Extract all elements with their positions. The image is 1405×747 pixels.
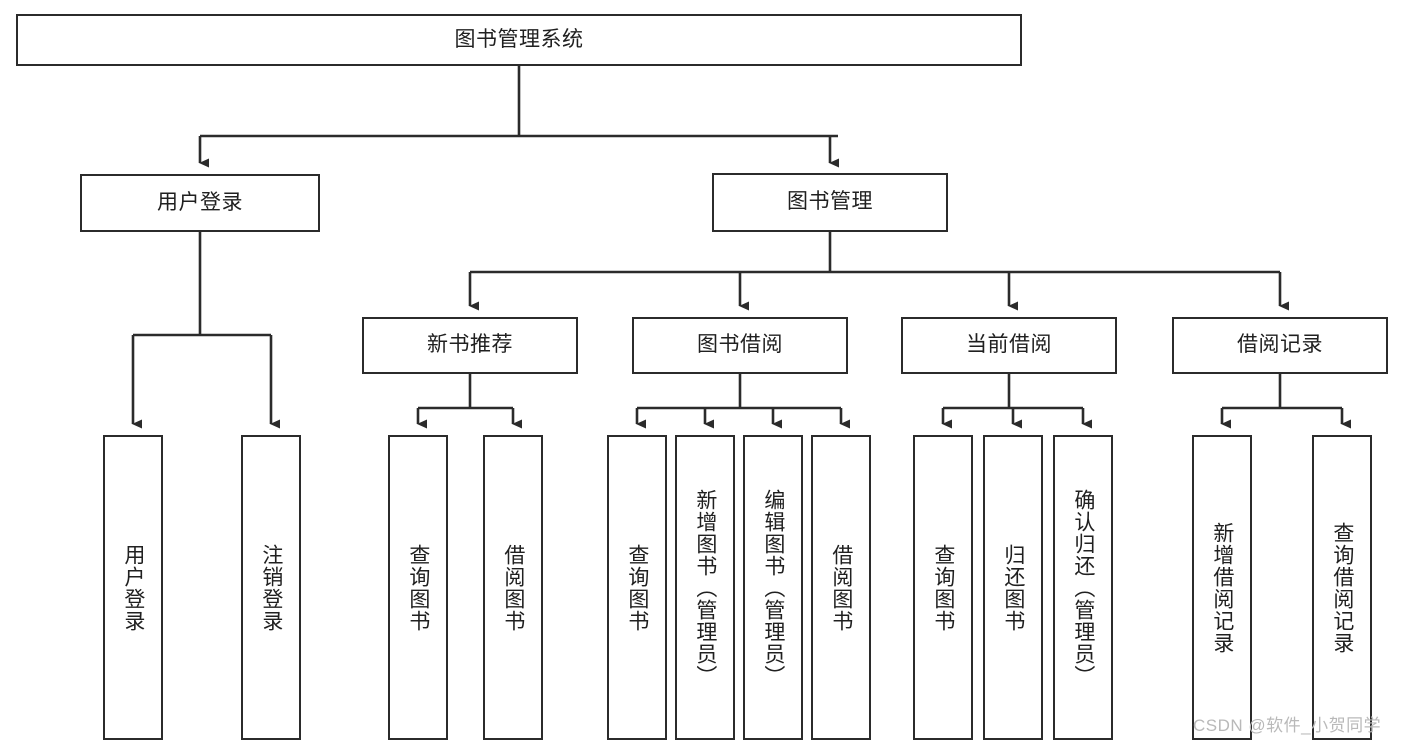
connector-bookborrow-to-leaves	[635, 374, 850, 429]
node-leaf-user-login[interactable]: 用户登录	[103, 435, 163, 740]
csdn-watermark: CSDN @软件_小贺同学	[1193, 716, 1382, 735]
node-leaf-borrow-book-recommend[interactable]: 借阅图书	[483, 435, 543, 740]
node-leaf-borrow-book[interactable]: 借阅图书	[811, 435, 871, 740]
node-leaf-query-borrow-record-label: 查询借阅记录	[1330, 521, 1354, 654]
node-root[interactable]: 图书管理系统	[16, 14, 1022, 66]
node-leaf-user-logout[interactable]: 注销登录	[241, 435, 301, 740]
node-leaf-return-book-label: 归还图书	[1001, 543, 1025, 632]
node-current-borrow-label: 当前借阅	[966, 333, 1052, 357]
node-leaf-return-book[interactable]: 归还图书	[983, 435, 1043, 740]
node-leaf-query-borrow-record[interactable]: 查询借阅记录	[1312, 435, 1372, 740]
node-leaf-add-book-admin-label: 新增图书（管理员）	[693, 488, 717, 687]
node-new-book-recommend-label: 新书推荐	[427, 333, 513, 357]
node-borrow-record[interactable]: 借阅记录	[1172, 317, 1388, 374]
connector-recommend-to-leaves	[416, 374, 522, 429]
node-book-borrow-label: 图书借阅	[697, 333, 783, 357]
node-borrow-record-label: 借阅记录	[1237, 333, 1323, 357]
node-leaf-confirm-return-admin-label: 确认归还（管理员）	[1071, 488, 1095, 687]
node-leaf-query-book-recommend[interactable]: 查询图书	[388, 435, 448, 740]
node-leaf-confirm-return-admin[interactable]: 确认归还（管理员）	[1053, 435, 1113, 740]
node-user-login-label: 用户登录	[157, 190, 243, 214]
node-leaf-query-book-current[interactable]: 查询图书	[913, 435, 973, 740]
node-leaf-query-book-borrow[interactable]: 查询图书	[607, 435, 667, 740]
node-leaf-query-book-recommend-label: 查询图书	[406, 543, 430, 632]
node-user-login[interactable]: 用户登录	[80, 174, 320, 232]
node-leaf-edit-book-admin[interactable]: 编辑图书（管理员）	[743, 435, 803, 740]
node-leaf-edit-book-admin-label: 编辑图书（管理员）	[761, 488, 785, 687]
connector-borrowrecord-to-leaves	[1220, 374, 1351, 429]
node-book-manage[interactable]: 图书管理	[712, 173, 948, 232]
node-leaf-user-login-label: 用户登录	[121, 543, 145, 632]
node-new-book-recommend[interactable]: 新书推荐	[362, 317, 578, 374]
node-leaf-add-book-admin[interactable]: 新增图书（管理员）	[675, 435, 735, 740]
node-leaf-user-logout-label: 注销登录	[259, 543, 283, 632]
node-root-label: 图书管理系统	[454, 27, 584, 51]
node-book-borrow[interactable]: 图书借阅	[632, 317, 848, 374]
connector-bookmanage-to-level3	[468, 232, 1289, 311]
node-book-manage-label: 图书管理	[787, 190, 873, 214]
node-leaf-add-borrow-record[interactable]: 新增借阅记录	[1192, 435, 1252, 740]
node-current-borrow[interactable]: 当前借阅	[901, 317, 1117, 374]
node-leaf-query-book-borrow-label: 查询图书	[625, 543, 649, 632]
connector-root-to-level2	[198, 66, 839, 168]
node-leaf-query-book-current-label: 查询图书	[931, 543, 955, 632]
connector-currentborrow-to-leaves	[941, 374, 1092, 429]
node-leaf-add-borrow-record-label: 新增借阅记录	[1210, 521, 1234, 654]
connector-userlogin-to-leaves	[131, 232, 280, 429]
node-leaf-borrow-book-label: 借阅图书	[829, 543, 853, 632]
node-leaf-borrow-book-recommend-label: 借阅图书	[501, 543, 525, 632]
